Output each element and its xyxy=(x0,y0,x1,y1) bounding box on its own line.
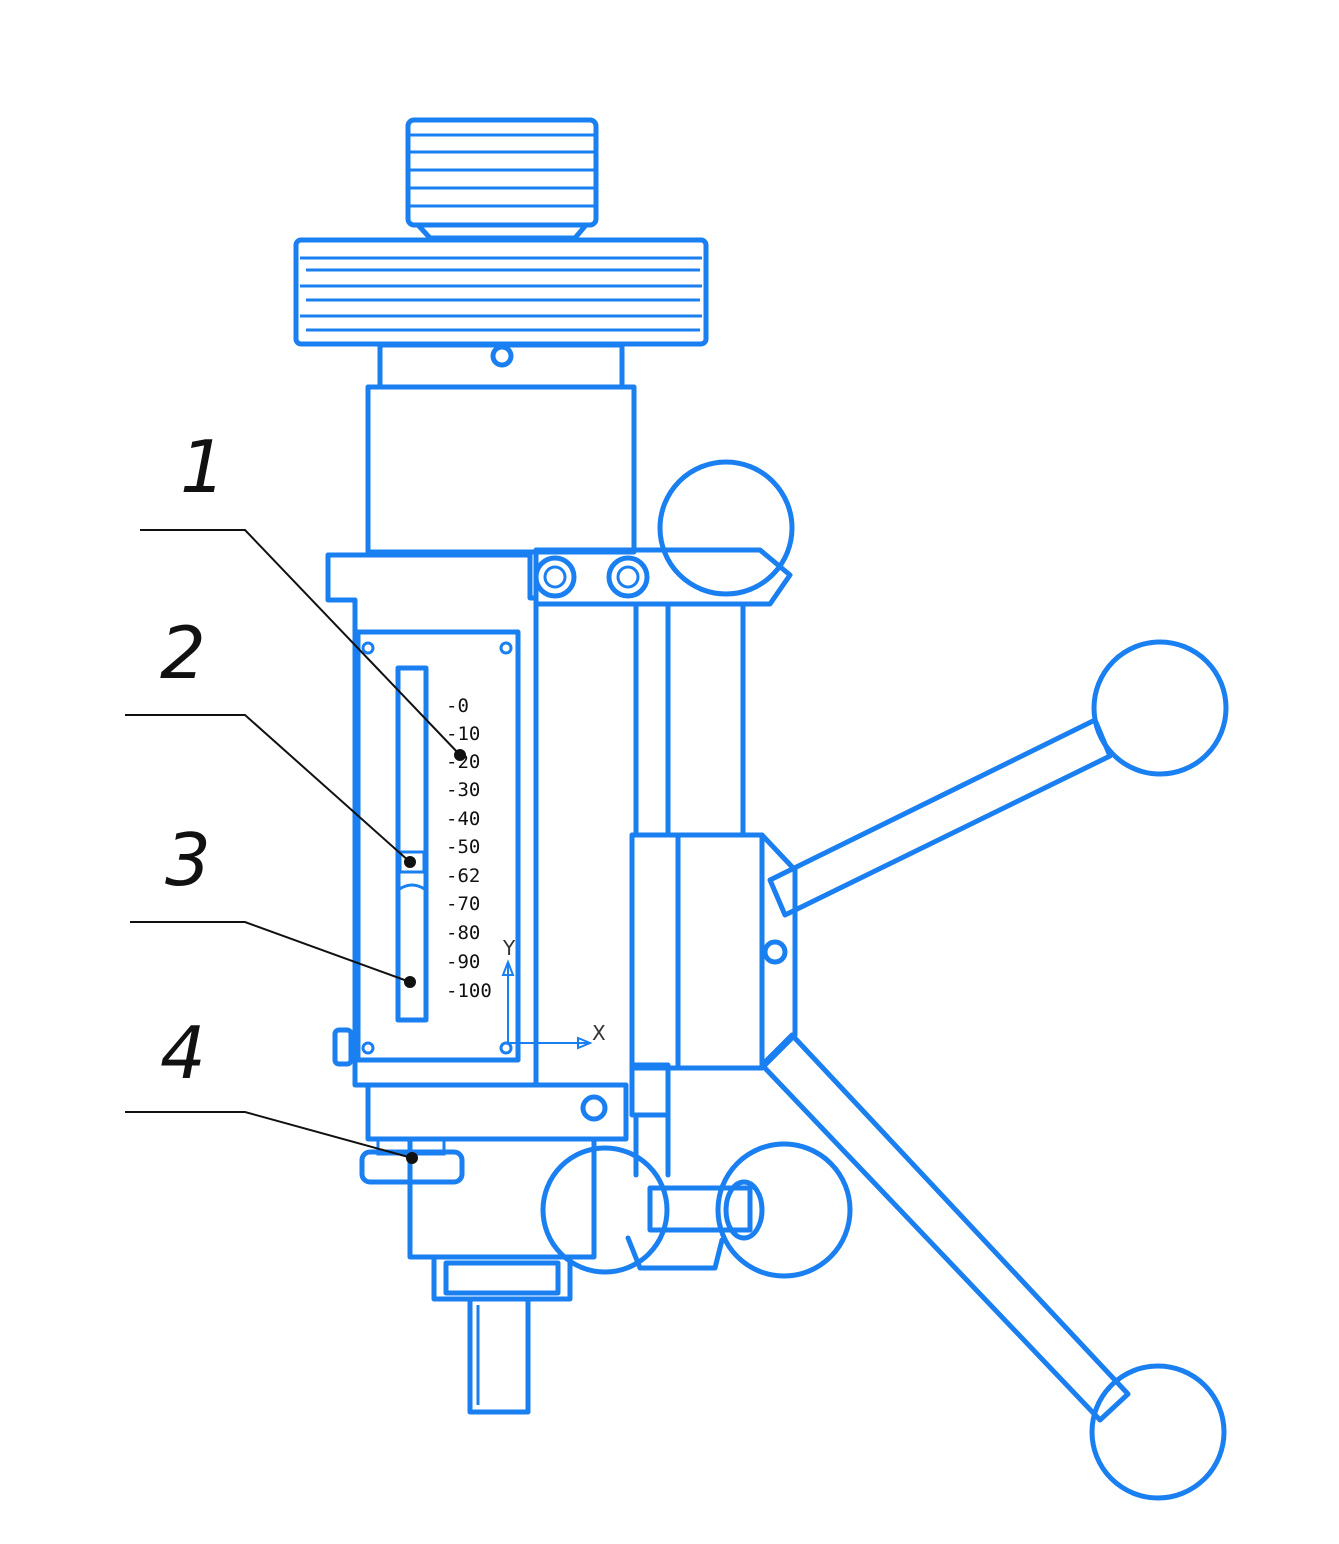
top-bracket xyxy=(533,547,793,607)
upper-handle-knob xyxy=(1091,639,1229,777)
top-knob xyxy=(657,459,795,597)
scale-plate xyxy=(355,629,521,1063)
scale-tick: -30 xyxy=(446,779,480,801)
sight-slot xyxy=(395,665,429,1023)
callout-4: 4 xyxy=(160,1011,206,1095)
x-axis-label: X xyxy=(592,1021,606,1045)
scale-tick: -0 xyxy=(446,695,469,717)
scale-tick: -62 xyxy=(446,865,480,887)
feed-hub xyxy=(629,832,798,1071)
spindle-nose xyxy=(407,1136,597,1415)
scale-tick: -80 xyxy=(446,922,480,944)
threaded-cap xyxy=(405,117,599,241)
scale-tick: -100 xyxy=(446,980,492,1002)
feed-handle-arms xyxy=(759,717,1131,1423)
side-clamp xyxy=(332,1027,354,1067)
scale-tick: -90 xyxy=(446,951,480,973)
scale-tick: -10 xyxy=(446,723,480,745)
lower-handle-knob xyxy=(1089,1363,1227,1501)
y-axis-label: Y xyxy=(502,936,516,960)
coordinate-axes: Y X xyxy=(501,936,606,1050)
depth-scale-labels: -0 -10 -20 -30 -40 -50 -62 -70 -80 -90 -… xyxy=(446,695,492,1002)
scale-tick: -40 xyxy=(446,808,480,830)
column xyxy=(633,601,746,838)
callout-2: 2 xyxy=(160,611,206,695)
spindle-housing xyxy=(365,342,637,555)
pulley xyxy=(293,237,709,347)
callout-leaders xyxy=(125,529,466,1164)
callout-1: 1 xyxy=(180,425,226,509)
callout-3: 3 xyxy=(165,818,211,902)
scale-tick: -70 xyxy=(446,893,480,915)
scale-tick: -50 xyxy=(446,836,480,858)
depth-indicator xyxy=(398,850,426,874)
short-arm-knob xyxy=(540,1141,853,1279)
